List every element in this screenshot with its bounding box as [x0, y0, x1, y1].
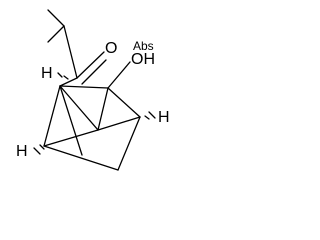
abs-flag: Abs [133, 39, 154, 53]
bond-cage-4 [59, 85, 109, 89]
bond-cage-9 [43, 145, 119, 171]
hydrogen-label-top: H [41, 65, 53, 82]
bond-methyl-to-cage [63, 25, 78, 79]
bond-cage-8 [97, 116, 141, 131]
hash-right-1 [144, 115, 150, 120]
bond-cage-3 [59, 85, 99, 131]
hydrogen-label-left: H [16, 143, 28, 160]
bond-cage-2 [43, 85, 61, 147]
bond-methyl-lower [47, 25, 65, 43]
molecule-structure: O OH Abs H H H [16, 9, 170, 171]
hydroxyl-label: OH [131, 51, 155, 68]
bond-methyl-upper [47, 9, 65, 27]
hash-right-2 [148, 111, 156, 119]
hash-left-1 [39, 144, 45, 150]
hash-left-2 [33, 147, 41, 155]
bond-cage-5 [107, 87, 141, 118]
bond-cage-6 [97, 87, 109, 131]
bond-cage-10 [117, 116, 141, 171]
oxygen-label: O [105, 40, 117, 57]
bond-hydroxyl [107, 61, 131, 89]
hash-top-2 [57, 72, 63, 78]
bond-cage-1 [59, 77, 78, 87]
hash-top-1 [63, 75, 69, 80]
hydrogen-label-right: H [158, 109, 170, 126]
bond-cage-7 [43, 129, 99, 147]
bond-carbonyl-2 [81, 59, 107, 85]
bond-carbonyl-1 [76, 51, 105, 79]
bond-cage-11 [59, 85, 83, 156]
